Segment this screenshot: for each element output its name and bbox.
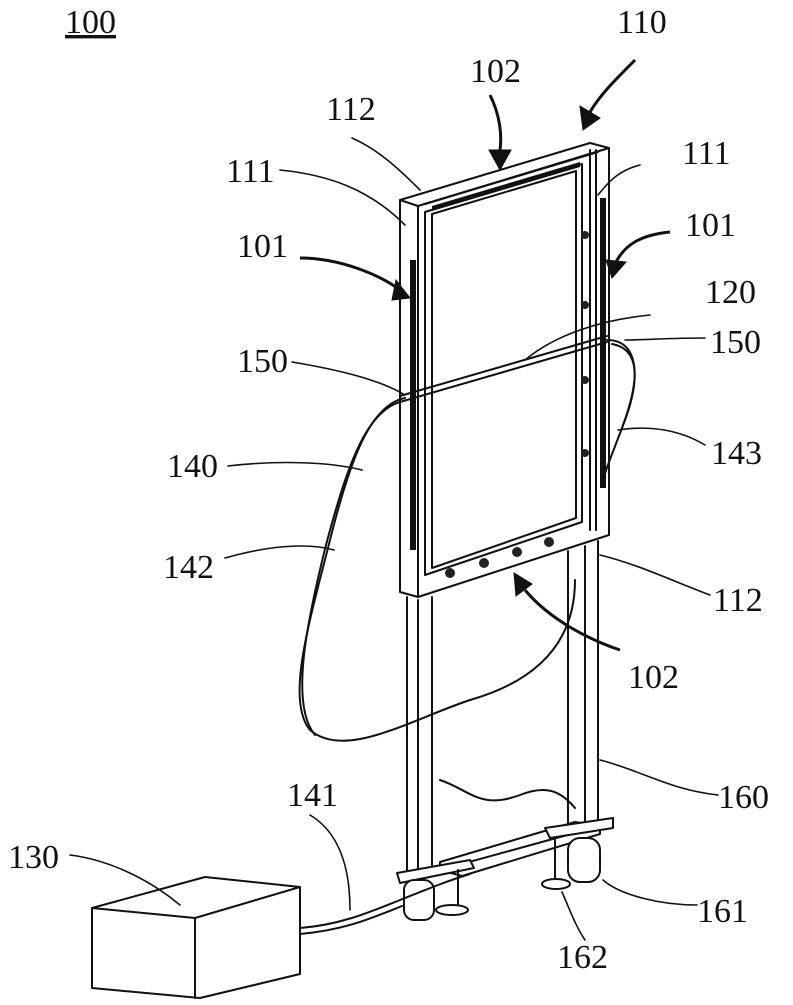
label-130: 130 <box>8 839 59 876</box>
label-150-left: 150 <box>237 343 288 380</box>
left-strip-101 <box>410 260 416 550</box>
leader-lines <box>70 138 718 940</box>
label-111-left: 111 <box>226 153 274 190</box>
label-102-bottom: 102 <box>628 659 679 696</box>
left-leg <box>407 597 432 872</box>
left-foot-bracket <box>397 860 474 920</box>
label-141: 141 <box>287 777 338 814</box>
label-143: 143 <box>711 435 762 472</box>
label-111-right: 111 <box>682 135 730 172</box>
label-112-top: 112 <box>326 91 376 128</box>
outer-frame <box>400 143 609 597</box>
right-foot-bracket <box>542 818 613 889</box>
label-102-top: 102 <box>470 53 521 90</box>
label-110: 110 <box>617 4 667 41</box>
label-101-left: 101 <box>237 228 288 265</box>
label-150-right: 150 <box>710 324 761 361</box>
cable-to-box <box>300 874 470 934</box>
label-120: 120 <box>705 274 756 311</box>
label-140: 140 <box>167 448 218 485</box>
label-161: 161 <box>697 893 748 930</box>
right-strip-101 <box>600 198 606 488</box>
label-162: 162 <box>557 939 608 976</box>
right-leg <box>568 541 598 828</box>
control-box <box>92 877 300 998</box>
label-142: 142 <box>163 549 214 586</box>
label-101-right: 101 <box>685 207 736 244</box>
label-112-bottom: 112 <box>713 582 763 619</box>
label-160: 160 <box>718 779 769 816</box>
label-100: 100 <box>65 4 116 41</box>
reference-labels: 100 110 102 112 111 111 101 101 120 150 … <box>8 4 769 976</box>
